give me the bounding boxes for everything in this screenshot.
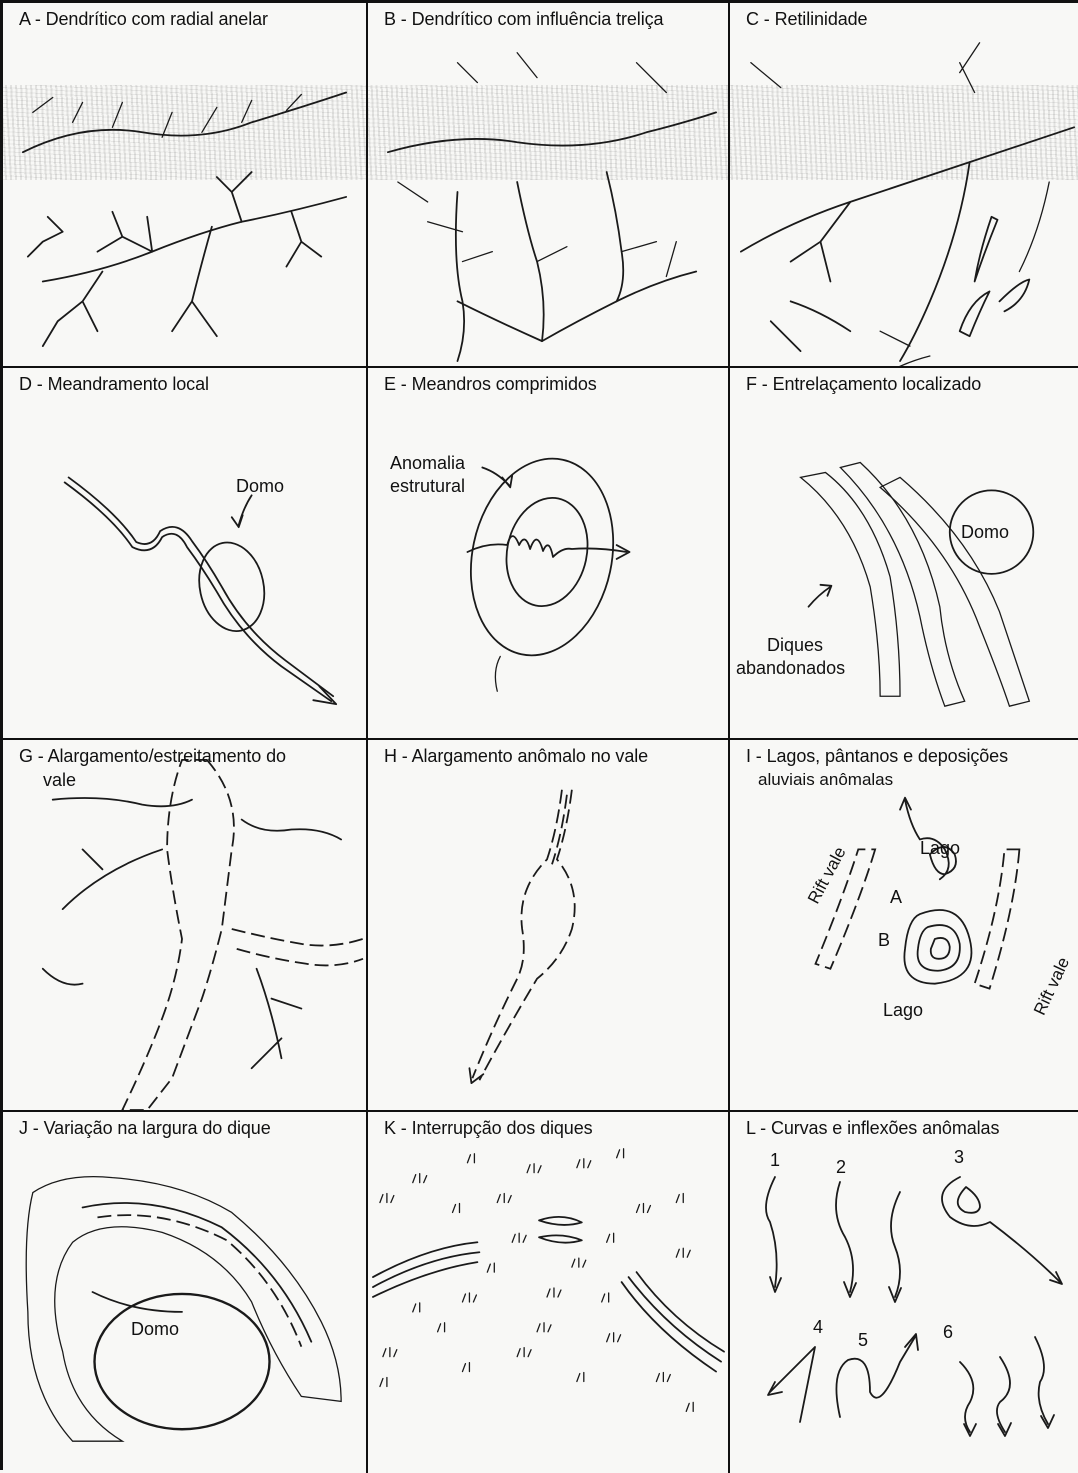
panel-k-drawing — [368, 1112, 728, 1473]
panel-j-label-domo: Domo — [131, 1319, 179, 1340]
panel-g: G - Alargamento/estreitamento do vale — [3, 740, 368, 1112]
panel-f-label-diques: Diques — [767, 635, 823, 656]
panel-l-label-6: 6 — [943, 1322, 953, 1343]
panel-i-title: I - Lagos, pântanos e deposições — [746, 746, 1008, 767]
panel-j-drawing — [3, 1112, 366, 1473]
panel-l-label-5: 5 — [858, 1330, 868, 1351]
panel-k: K - Interrupção dos diques — [368, 1112, 730, 1473]
panel-d-title: D - Meandramento local — [19, 374, 209, 395]
panel-c-title: C - Retilinidade — [746, 9, 867, 30]
panel-l-label-4: 4 — [813, 1317, 823, 1338]
panel-i: I - Lagos, pântanos e deposições aluviai… — [730, 740, 1078, 1112]
panel-f-label-abandonados: abandonados — [736, 658, 845, 679]
panel-h-drawing — [368, 740, 728, 1110]
panel-b-title: B - Dendrítico com influência treliça — [384, 9, 663, 30]
panel-l-label-2: 2 — [836, 1157, 846, 1178]
panel-e: E - Meandros comprimidos Anomalia estrut… — [368, 368, 730, 740]
panel-i-label-a: A — [890, 887, 902, 908]
panel-l-label-3: 3 — [954, 1147, 964, 1168]
panel-f-drawing — [730, 368, 1078, 738]
panel-g-subtitle: vale — [43, 770, 76, 791]
panel-a-title: A - Dendrítico com radial anelar — [19, 9, 268, 30]
panel-d-label-domo: Domo — [236, 476, 284, 497]
panel-d: D - Meandramento local Domo — [3, 368, 368, 740]
panel-g-title: G - Alargamento/estreitamento do — [19, 746, 286, 767]
panel-a: A - Dendrítico com radial anelar — [3, 3, 368, 368]
panel-i-label-b: B — [878, 930, 890, 951]
panel-l-label-1: 1 — [770, 1150, 780, 1171]
panel-k-title: K - Interrupção dos diques — [384, 1118, 593, 1139]
panel-b-drawing — [368, 3, 728, 366]
panel-a-drawing — [3, 3, 366, 366]
panel-e-label-anomalia: Anomalia — [390, 453, 465, 474]
panel-c: C - Retilinidade — [730, 3, 1078, 368]
panel-f-label-domo: Domo — [961, 522, 1009, 543]
panel-e-label-estrutural: estrutural — [390, 476, 465, 497]
panel-c-drawing — [730, 3, 1078, 366]
panel-h: H - Alargamento anômalo no vale — [368, 740, 730, 1112]
panel-l-drawing — [730, 1112, 1078, 1473]
panel-g-drawing — [3, 740, 366, 1110]
panel-b: B - Dendrítico com influência treliça — [368, 3, 730, 368]
panel-l-title: L - Curvas e inflexões anômalas — [746, 1118, 999, 1139]
panel-e-drawing — [368, 368, 728, 738]
panel-f: F - Entrelaçamento localizado Domo Dique… — [730, 368, 1078, 740]
panel-i-label-lago-bottom: Lago — [883, 1000, 923, 1021]
panel-j-title: J - Variação na largura do dique — [19, 1118, 271, 1139]
panel-f-title: F - Entrelaçamento localizado — [746, 374, 981, 395]
panel-l: L - Curvas e inflexões anômalas 1 2 3 4 — [730, 1112, 1078, 1473]
panel-i-drawing — [730, 740, 1078, 1110]
panel-i-label-lago-top: Lago — [920, 838, 960, 859]
panel-e-title: E - Meandros comprimidos — [384, 374, 597, 395]
panel-d-drawing — [3, 368, 366, 738]
panel-i-subtitle: aluviais anômalas — [758, 770, 893, 790]
panel-h-title: H - Alargamento anômalo no vale — [384, 746, 648, 767]
panel-j: J - Variação na largura do dique Domo — [3, 1112, 368, 1473]
